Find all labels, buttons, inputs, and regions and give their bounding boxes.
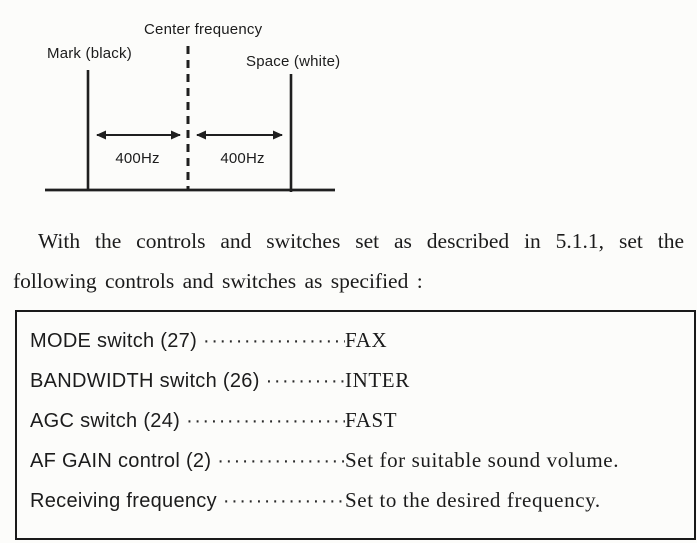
leader-dots: ········································: [265, 370, 345, 392]
settings-table: MODE switch (27) ·······················…: [15, 310, 696, 540]
setting-label: AGC switch (24): [30, 410, 181, 432]
row-left: BANDWIDTH switch (26) ··················…: [30, 361, 345, 401]
setting-label: MODE switch (27): [30, 330, 198, 352]
setting-value: Set to the desired frequency.: [345, 488, 601, 512]
setting-label: AF GAIN control (2): [30, 450, 212, 472]
setting-value: FAST: [345, 408, 398, 432]
paragraph-line-1: With the controls and switches set as de…: [38, 229, 684, 253]
right-bandwidth-value: 400Hz: [220, 150, 265, 167]
row-left: MODE switch (27) ·······················…: [30, 321, 345, 361]
leader-dots: ········································: [222, 490, 345, 512]
setting-value: FAX: [345, 328, 388, 352]
left-bandwidth-value: 400Hz: [115, 150, 160, 167]
row-left: Receiving frequency ····················…: [30, 481, 345, 521]
table-row-bandwidth-switch: BANDWIDTH switch (26) ··················…: [30, 360, 694, 400]
setting-label: Receiving frequency: [30, 490, 217, 512]
frequency-diagram: Center frequency Mark (black) Space (whi…: [0, 0, 380, 210]
table-row-receiving-frequency: Receiving frequency ····················…: [30, 480, 694, 520]
frequency-diagram-canvas: [45, 46, 335, 192]
table-row-af-gain-control: AF GAIN control (2) ····················…: [30, 440, 694, 480]
row-left: AF GAIN control (2) ····················…: [30, 441, 345, 481]
setting-value: Set for suitable sound volume.: [345, 448, 620, 472]
paragraph-line-2: following controls and switches as speci…: [13, 269, 423, 293]
space-label: Space (white): [246, 53, 341, 70]
leader-dots: ········································: [186, 410, 345, 432]
table-row-mode-switch: MODE switch (27) ·······················…: [30, 320, 694, 360]
leader-dots: ········································: [217, 450, 345, 472]
setting-value: INTER: [345, 368, 410, 392]
center-frequency-label: Center frequency: [144, 21, 263, 38]
setting-label: BANDWIDTH switch (26): [30, 370, 260, 392]
leader-dots: ········································: [203, 330, 345, 352]
table-row-agc-switch: AGC switch (24) ························…: [30, 400, 694, 440]
instruction-paragraph: With the controls and switches set as de…: [13, 221, 684, 301]
mark-label: Mark (black): [47, 45, 132, 62]
row-left: AGC switch (24) ························…: [30, 401, 345, 441]
